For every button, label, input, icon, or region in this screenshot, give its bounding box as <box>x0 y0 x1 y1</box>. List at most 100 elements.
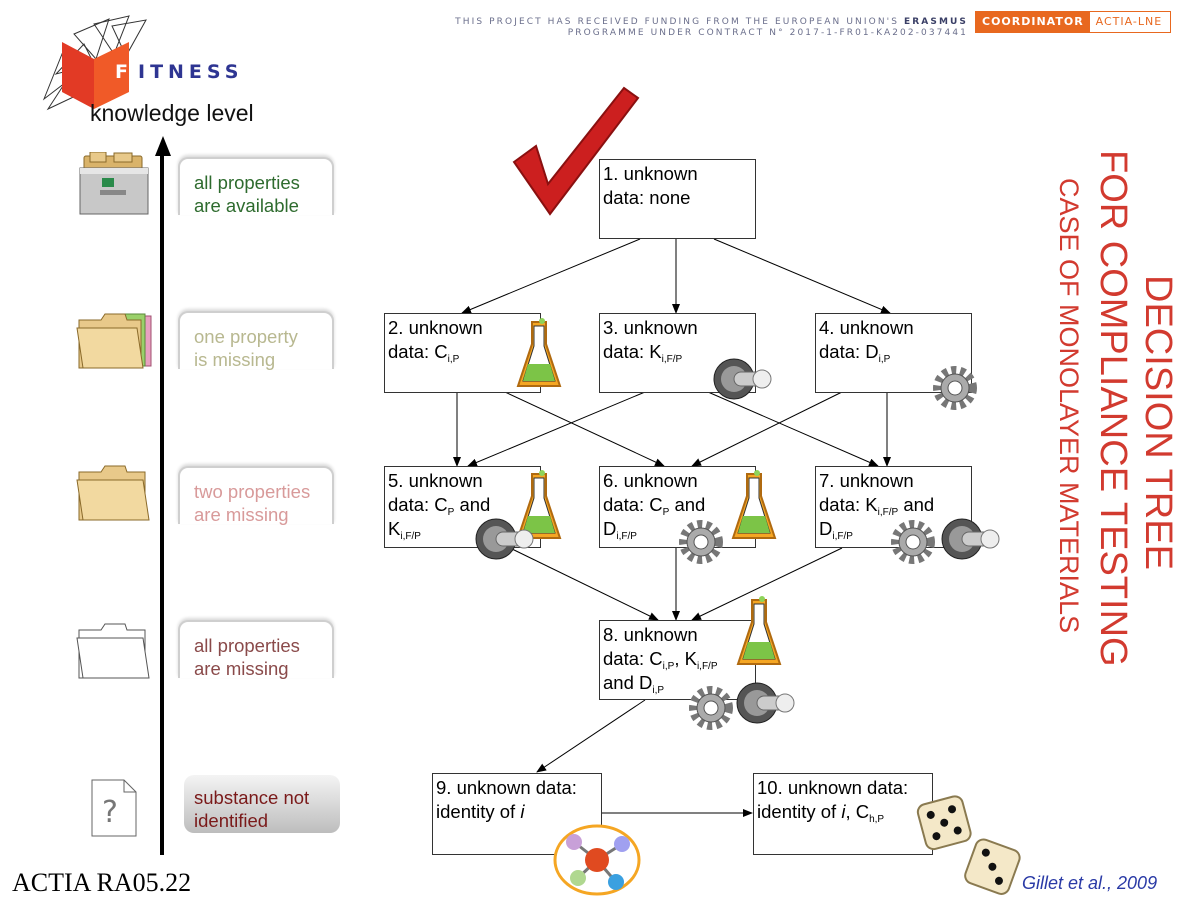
coordinator-name: ACTIA-LNE <box>1089 12 1171 32</box>
node-10-line2b: , C <box>845 801 870 822</box>
dice-icon <box>916 795 1021 895</box>
node-3-sub: i,F/P <box>661 354 683 365</box>
funding-erasmus: ERASMUS <box>904 17 968 27</box>
molecule-icon <box>553 824 641 896</box>
toggle-switch-icon <box>736 682 795 724</box>
node-5-sub-3: i,F/P <box>400 531 421 542</box>
node-8-line1: 8. unknown <box>603 624 698 645</box>
node-8-line2b: , K <box>674 648 697 669</box>
node-8-sub-a: i,P <box>662 661 675 672</box>
node-10-italic: i <box>841 801 846 822</box>
title-sub: CASE OF MONOLAYER MATERIALS <box>1054 178 1084 634</box>
level-5-line2: identified <box>194 810 269 831</box>
gear-icon <box>891 520 935 564</box>
checkmark-icon <box>512 86 640 216</box>
flask-icon <box>736 596 782 665</box>
level-label-3: two properties are missing <box>178 466 334 525</box>
node-4-line2: data: D <box>819 341 879 362</box>
node-9-line1: 9. unknown data: <box>436 777 577 798</box>
node-9-italic: i <box>520 801 525 822</box>
node-5-line1: 5. unknown <box>388 470 483 491</box>
node-2-line1: 2. unknown <box>388 317 483 338</box>
node-10-sub: h,P <box>869 814 885 825</box>
node-8: 8. unknown data: Ci,P, Ki,F/P and Di,P <box>599 620 756 700</box>
archive-drawer-icon <box>79 152 149 215</box>
node-8-line2a: data: C <box>603 648 663 669</box>
level-1-line2: are available <box>194 195 299 216</box>
level-label-1: all properties are available <box>178 157 334 216</box>
node-6-line2a: data: C <box>603 494 663 515</box>
node-6-line3: D <box>603 518 617 539</box>
book-logo-icon <box>42 15 147 111</box>
level-2-line1: one property <box>194 326 298 347</box>
node-7-line1: 7. unknown <box>819 470 914 491</box>
node-1: 1. unknown data: none <box>599 159 756 239</box>
knowledge-axis <box>160 150 164 855</box>
node-5-sub-a: P <box>447 507 455 518</box>
node-7-sub-a: i,F/P <box>877 507 899 518</box>
node-1-line1: 1. unknown <box>603 163 698 184</box>
node-4-line1: 4. unknown <box>819 317 914 338</box>
gear-icon <box>689 686 733 730</box>
node-9-line2: identity of <box>436 801 521 822</box>
node-2: 2. unknown data: Ci,P <box>384 313 541 393</box>
slide-footer: ACTIA RA05.22 <box>12 868 192 897</box>
node-8-sub-b: i,F/P <box>696 661 718 672</box>
axis-label: knowledge level <box>90 100 254 126</box>
level-1-line1: all properties <box>194 172 300 193</box>
funding-line2: PROGRAMME UNDER CONTRACT N° 2017-1-FR01-… <box>567 28 968 38</box>
node-5-line2b: and <box>454 494 491 515</box>
node-8-sub-3: i,P <box>652 685 665 696</box>
node-6-line1: 6. unknown <box>603 470 698 491</box>
toggle-switch-icon <box>475 518 534 560</box>
node-2-line2: data: C <box>388 341 448 362</box>
node-6-sub-3: i,F/P <box>616 531 637 542</box>
node-10-line2: identity of <box>757 801 842 822</box>
node-3-line2: data: K <box>603 341 662 362</box>
node-1-line2: data: none <box>603 187 691 208</box>
level-3-line2: are missing <box>194 504 289 525</box>
node-5-line2a: data: C <box>388 494 448 515</box>
flask-icon <box>516 470 562 539</box>
node-4: 4. unknown data: Di,P <box>815 313 972 393</box>
node-7-line2b: and <box>898 494 935 515</box>
level-4-line1: all properties <box>194 635 300 656</box>
node-4-sub: i,P <box>878 354 891 365</box>
node-3-line1: 3. unknown <box>603 317 698 338</box>
node-2-sub: i,P <box>447 354 460 365</box>
folder-half-icon <box>76 465 150 521</box>
toggle-switch-icon <box>713 358 772 400</box>
logo-wordmark: ITNESS <box>138 61 244 83</box>
gear-icon <box>679 520 723 564</box>
folder-empty-icon <box>76 623 150 679</box>
node-7-line3: D <box>819 518 833 539</box>
flask-icon <box>516 318 562 387</box>
node-7-sub-3: i,F/P <box>832 531 853 542</box>
node-3: 3. unknown data: Ki,F/P <box>599 313 756 393</box>
folder-full-icon <box>76 313 152 369</box>
logo-letter-f: F <box>115 61 128 83</box>
node-6-sub-a: P <box>662 507 670 518</box>
title-main-1: DECISION TREE <box>1137 275 1179 570</box>
funding-notice: THIS PROJECT HAS RECEIVED FUNDING FROM T… <box>455 17 968 39</box>
level-label-4: all properties are missing <box>178 620 334 679</box>
flask-icon <box>731 470 777 539</box>
citation: Gillet et al., 2009 <box>1022 873 1158 893</box>
node-7: 7. unknown data: Ki,F/P and Di,F/P <box>815 466 972 548</box>
level-3-line1: two properties <box>194 481 311 502</box>
level-5-line1: substance not <box>194 787 310 808</box>
coordinator-label: COORDINATOR <box>976 12 1090 32</box>
question-document-icon: ? <box>91 779 137 837</box>
node-6: 6. unknown data: CP and Di,F/P <box>599 466 756 548</box>
coordinator-badge: COORDINATOR ACTIA-LNE <box>975 11 1172 33</box>
node-7-line2a: data: K <box>819 494 878 515</box>
node-10: 10. unknown data: identity of i, Ch,P <box>753 773 933 855</box>
toggle-switch-icon <box>941 518 1000 560</box>
level-label-2: one property is missing <box>178 311 334 370</box>
level-label-5: substance not identified <box>184 775 340 833</box>
title-main-2: FOR COMPLIANCE TESTING <box>1092 150 1134 667</box>
level-4-line2: are missing <box>194 658 289 679</box>
node-10-line1: 10. unknown data: <box>757 777 909 798</box>
svg-text:?: ? <box>102 795 118 830</box>
